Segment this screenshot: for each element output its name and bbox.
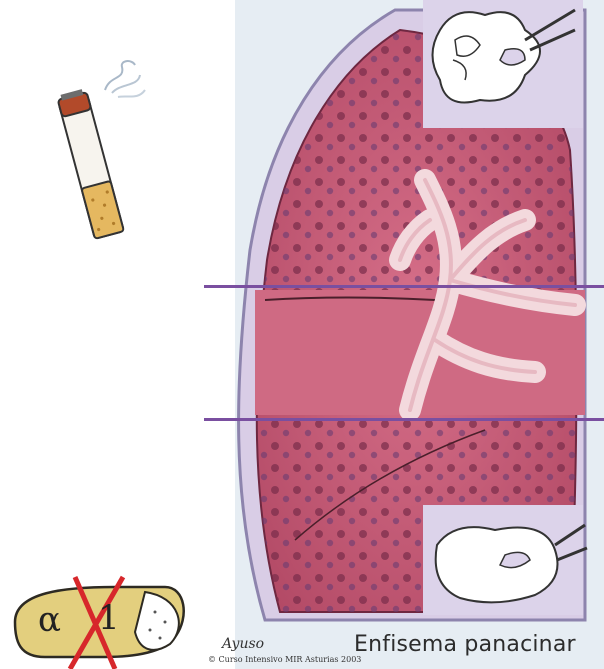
copyright-text: © Curso Intensivo MIR Asturias 2003 [208, 655, 361, 664]
figure-caption: Enfisema panacinar [354, 632, 576, 657]
lung-illustration [225, 0, 604, 669]
artist-signature: Ayuso [222, 636, 264, 652]
alpha-label: α [38, 600, 61, 640]
one-label: 1 [98, 598, 120, 638]
cigarette-icon [50, 55, 160, 265]
section-line-top [204, 285, 604, 288]
section-line-bottom [204, 418, 604, 421]
